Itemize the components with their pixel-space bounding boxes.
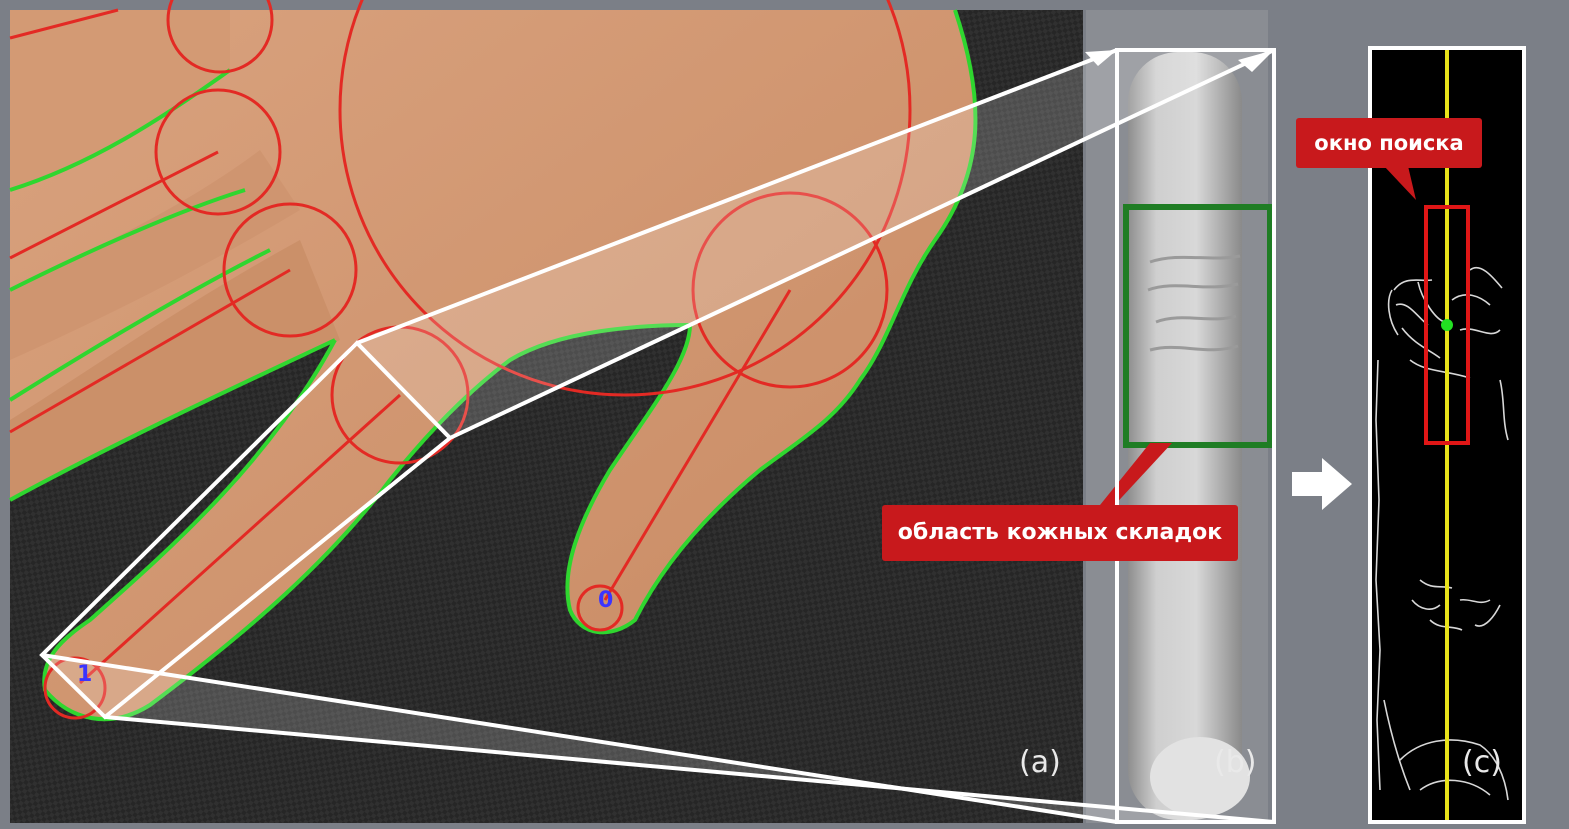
panel-label-b: (b) (1214, 745, 1256, 780)
panel-label-c: (c) (1462, 745, 1502, 780)
skin-fold-region-callout: область кожных складок (882, 505, 1238, 561)
finger-image (1128, 52, 1242, 820)
index-finger-number: 1 (77, 662, 92, 687)
straightened-finger-panel (1086, 10, 1274, 823)
detected-joint-point (1441, 319, 1453, 331)
thumb-number: 0 (598, 588, 613, 613)
panel-label-a: (a) (1019, 745, 1061, 780)
next-step-arrow-icon (1292, 458, 1352, 510)
search-window-callout: окно поиска (1296, 118, 1482, 168)
